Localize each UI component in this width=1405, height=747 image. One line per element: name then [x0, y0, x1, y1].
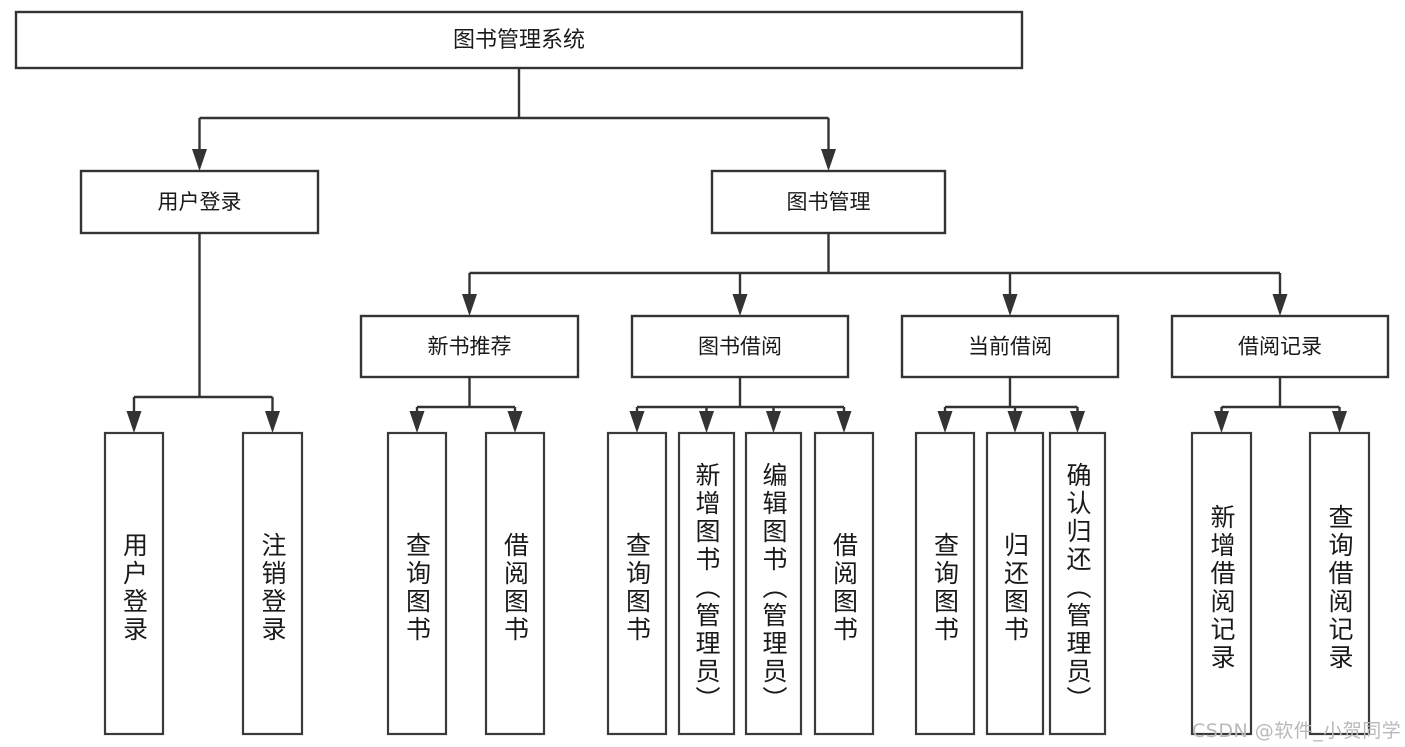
node-box-leaf-add-book-admin[interactable]: [677, 431, 736, 736]
node-box-new_book_rec[interactable]: [359, 314, 580, 379]
node-box-leaf-query-book-current[interactable]: [914, 431, 976, 736]
node-box-leaf-add-borrow-record[interactable]: [1190, 431, 1253, 736]
connector-arrowhead: [821, 149, 836, 171]
csdn-watermark: CSDN @软件_小贺同学: [1192, 720, 1402, 742]
node-label-borrow_record: 借阅记录: [1238, 335, 1322, 359]
connector-arrowhead: [1002, 294, 1018, 316]
node-box-root[interactable]: [14, 10, 1024, 70]
node-label-book_mgmt: 图书管理: [787, 190, 871, 214]
connector-arrowhead: [937, 411, 953, 433]
connector-arrowhead: [409, 411, 425, 433]
node-label-new_book_rec: 新书推荐: [428, 335, 512, 359]
box-layer: [14, 10, 1390, 736]
connector-arrowhead: [507, 411, 523, 433]
node-box-leaf-query-borrow-record[interactable]: [1308, 431, 1371, 736]
node-box-user_login[interactable]: [79, 169, 320, 235]
node-box-leaf-confirm-return-admin[interactable]: [1048, 431, 1107, 736]
connector-arrowhead: [766, 411, 781, 433]
connector-arrowhead: [699, 411, 714, 433]
node-box-leaf-query-book-new[interactable]: [386, 431, 448, 736]
connector-arrowhead: [1332, 411, 1347, 433]
node-box-leaf-query-book-borrow[interactable]: [606, 431, 668, 736]
node-box-book_borrow[interactable]: [630, 314, 850, 379]
node-box-leaf-borrow-book[interactable]: [813, 431, 875, 736]
node-label-user_login: 用户登录: [158, 190, 242, 214]
node-box-leaf-return-book[interactable]: [985, 431, 1045, 736]
connector-arrowhead: [265, 411, 280, 433]
connector-arrowhead: [732, 294, 748, 316]
node-box-borrow_record[interactable]: [1170, 314, 1390, 379]
connector-arrowhead: [1007, 411, 1023, 433]
connector-arrowhead: [1070, 411, 1085, 433]
connector-arrowhead: [836, 411, 852, 433]
connector-arrowhead: [1272, 294, 1288, 316]
node-box-leaf-user-login[interactable]: [103, 431, 165, 736]
connector-arrowhead: [192, 149, 207, 171]
edge-layer: [126, 68, 1347, 433]
node-box-current_borrow[interactable]: [900, 314, 1120, 379]
node-label-book_borrow: 图书借阅: [698, 335, 782, 359]
connector-arrowhead: [126, 411, 142, 433]
connector-arrowhead: [1214, 411, 1229, 433]
node-box-leaf-logout[interactable]: [241, 431, 304, 736]
node-box-leaf-borrow-book-new[interactable]: [484, 431, 546, 736]
node-box-leaf-edit-book-admin[interactable]: [744, 431, 803, 736]
node-box-book_mgmt[interactable]: [710, 169, 947, 235]
connector-arrowhead: [462, 294, 477, 316]
node-label-root: 图书管理系统: [453, 28, 585, 53]
node-label-current_borrow: 当前借阅: [968, 335, 1052, 359]
connector-arrowhead: [629, 411, 645, 433]
